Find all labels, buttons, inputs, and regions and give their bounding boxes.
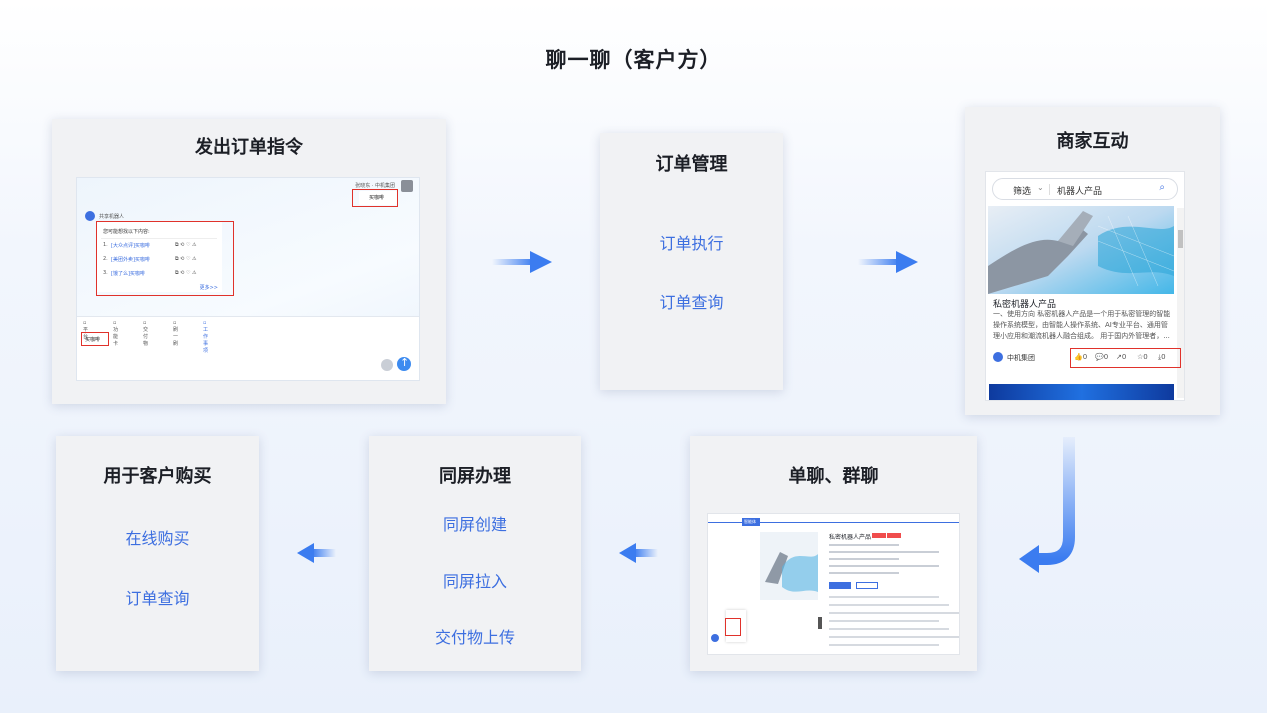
top-user: 张晓东 · 中机集团 xyxy=(355,183,395,189)
send-icon[interactable]: ↑ xyxy=(397,356,411,371)
detail-text-line xyxy=(829,551,939,553)
robot-hand-image xyxy=(988,206,1174,294)
prompt-text: 您可能想找以下内容: xyxy=(103,229,150,235)
card-title: 用于客户购买 xyxy=(103,466,212,487)
suggestion-item[interactable]: 1.[大众点评]买咖啡⧉ ⟲ ♡ ⚠ xyxy=(103,242,197,249)
suggestion-item[interactable]: 3.[饿了么]买咖啡⧉ ⟲ ♡ ⚠ xyxy=(103,270,197,277)
search-bar[interactable]: 筛选 ⌄ 机器人产品 ⌕ xyxy=(992,178,1178,200)
link-deliverable-upload[interactable]: 交付物上传 xyxy=(434,628,515,647)
page-title: 聊一聊（客户方） xyxy=(545,48,722,72)
suggestion-panel: 您可能想找以下内容: 1.[大众点评]买咖啡⧉ ⟲ ♡ ⚠ 2.[美团外卖]买咖啡… xyxy=(97,222,222,292)
arrow-left-icon xyxy=(619,543,658,563)
more-link[interactable]: 更多>> xyxy=(199,285,218,291)
collapse-handle[interactable] xyxy=(818,617,822,629)
link-online-purchase[interactable]: 在线购买 xyxy=(125,529,190,548)
product-title: 私密机器人产品 xyxy=(829,534,872,541)
arrow-right-icon xyxy=(858,251,918,273)
chat-screenshot: 张晓东 · 中机集团 买咖啡 共享机器人 您可能想找以下内容: 1.[大众点评]… xyxy=(76,177,420,381)
detail-screenshot: 智能体 私密机器人产品 xyxy=(707,513,960,655)
company-logo xyxy=(993,352,1003,362)
link-order-execute[interactable]: 订单执行 xyxy=(659,234,724,253)
toolbar-item[interactable]: ▫ 平台 xyxy=(83,320,89,340)
product-description: 一、使用方向 私密机器人产品是一个用于私密管理的智能操作系统模型，由智能人操作系… xyxy=(993,310,1171,340)
toolbar-item[interactable]: ▫ 刷一刷 xyxy=(173,320,179,347)
highlight-box: 👍0 💬0 ↗0 ☆0 ⤓0 xyxy=(1070,348,1181,368)
detail-text-line xyxy=(829,558,899,560)
card-title: 订单管理 xyxy=(655,154,728,175)
action-button[interactable] xyxy=(829,582,851,589)
highlight-box xyxy=(725,618,741,636)
feedback-icons: ⧉ ⟲ ♡ ⚠ xyxy=(175,242,197,248)
filter-label[interactable]: 筛选 xyxy=(1013,187,1032,197)
card-send-order: 发出订单指令 张晓东 · 中机集团 买咖啡 共享机器人 您可能想找以下内容: 1… xyxy=(52,119,446,404)
detail-text-line xyxy=(829,644,939,646)
input-value[interactable]: 买咖啡 xyxy=(85,337,101,343)
detail-text-line xyxy=(829,620,939,622)
card-customer-purchase: 用于客户购买 在线购买 订单查询 xyxy=(56,436,259,671)
company-name[interactable]: 中机集团 xyxy=(1007,354,1035,362)
input-area: ▫ 平台 ▫ 功能卡 ▫ 交付物 ▫ 刷一刷 ▫ 工作事项 买咖啡 ↑ xyxy=(77,316,419,380)
link-same-screen-pull[interactable]: 同屏拉入 xyxy=(442,572,507,591)
chat-bubble: 买咖啡 xyxy=(359,191,397,205)
tab-agent[interactable]: 智能体 xyxy=(742,518,760,526)
next-product-image xyxy=(989,384,1174,400)
card-single-group-chat: 单聊、群聊 智能体 私密机器人产品 xyxy=(690,436,977,671)
share-icon[interactable]: ↗0 xyxy=(1116,353,1127,361)
arrow-left-icon xyxy=(297,543,336,563)
detail-text-line xyxy=(829,596,939,598)
scrollbar[interactable] xyxy=(1177,208,1184,398)
toolbar-item[interactable]: ▫ 功能卡 xyxy=(113,320,119,347)
emoji-icon[interactable] xyxy=(381,359,393,371)
arrow-right-icon xyxy=(492,251,552,273)
avatar xyxy=(401,180,413,192)
search-icon[interactable]: ⌕ xyxy=(1159,182,1165,193)
comment-icon[interactable]: 💬0 xyxy=(1095,353,1109,361)
link-order-query[interactable]: 订单查询 xyxy=(659,293,724,312)
detail-text-line xyxy=(829,565,939,567)
card-title: 同屏办理 xyxy=(439,466,511,487)
star-icon[interactable]: ☆0 xyxy=(1137,353,1148,361)
card-same-screen: 同屏办理 同屏创建 同屏拉入 交付物上传 xyxy=(369,436,581,671)
action-button[interactable] xyxy=(856,582,878,589)
card-title: 商家互动 xyxy=(1056,131,1129,152)
detail-text-line xyxy=(829,628,949,630)
link-same-screen-create[interactable]: 同屏创建 xyxy=(442,515,507,534)
toolbar-item[interactable]: ▫ 工作事项 xyxy=(203,320,209,354)
detail-text-line xyxy=(829,612,959,614)
detail-text-line xyxy=(829,636,959,638)
card-order-management: 订单管理 订单执行 订单查询 xyxy=(600,133,783,390)
highlight-box xyxy=(352,189,398,207)
feedback-icons: ⧉ ⟲ ♡ ⚠ xyxy=(175,256,197,262)
detail-text-line xyxy=(829,604,949,606)
bot-name: 共享机器人 xyxy=(99,214,125,220)
highlight-box xyxy=(81,332,109,346)
toolbar-item[interactable]: ▫ 交付物 xyxy=(143,320,149,347)
chat-icon[interactable] xyxy=(711,634,719,642)
link-order-query[interactable]: 订单查询 xyxy=(125,589,190,608)
download-icon[interactable]: ⤓0 xyxy=(1158,353,1166,361)
product-title[interactable]: 私密机器人产品 xyxy=(993,300,1057,310)
card-title: 单聊、群聊 xyxy=(788,466,879,487)
robot-icon xyxy=(85,211,95,221)
card-title: 发出订单指令 xyxy=(195,137,303,158)
search-input[interactable]: 机器人产品 xyxy=(1057,187,1103,197)
arrow-turn-down-left-icon xyxy=(1019,437,1075,573)
chevron-down-icon: ⌄ xyxy=(1037,183,1044,192)
card-merchant-interaction: 商家互动 筛选 ⌄ 机器人产品 ⌕ 私密机器 xyxy=(965,107,1220,415)
suggestion-item[interactable]: 2.[美团外卖]买咖啡⧉ ⟲ ♡ ⚠ xyxy=(103,256,197,263)
robot-hand-image xyxy=(760,532,818,600)
store-screenshot: 筛选 ⌄ 机器人产品 ⌕ 私密机器人产品 一、使用方向 私密机器 xyxy=(985,171,1185,401)
highlight-box xyxy=(96,221,234,296)
detail-text-line xyxy=(829,544,899,546)
detail-text-line xyxy=(829,572,899,574)
feedback-icons: ⧉ ⟲ ♡ ⚠ xyxy=(175,270,197,276)
like-icon[interactable]: 👍0 xyxy=(1074,353,1088,361)
